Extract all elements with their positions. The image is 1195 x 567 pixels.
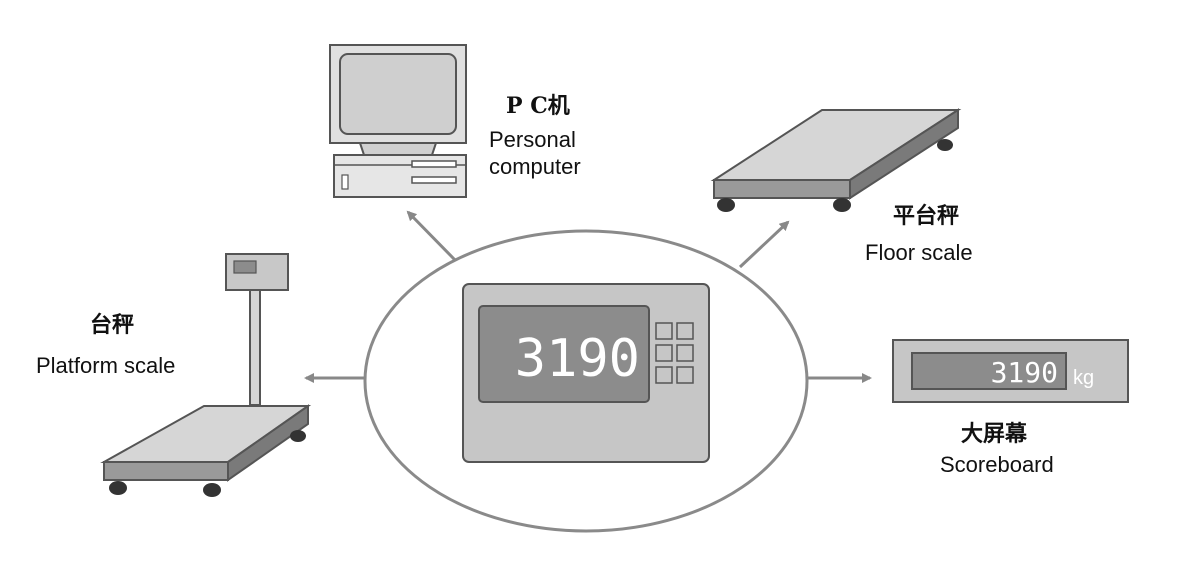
key: [655, 366, 673, 384]
platform-scale-column: [249, 284, 261, 406]
arrow-to-pc: [406, 210, 457, 262]
floor-scale-side: [849, 108, 959, 200]
monitor-stand: [358, 142, 438, 156]
platform-scale-foot: [203, 483, 221, 497]
scoreboard-reading: 3190: [991, 356, 1058, 389]
platform-scale-illustration: [100, 253, 312, 497]
floor-scale-label-cn: 平台秤: [893, 203, 959, 229]
floor-scale-foot: [717, 198, 735, 212]
pc-illustration: [329, 44, 467, 198]
scoreboard-label-en: Scoreboard: [940, 452, 1054, 477]
platform-scale-foot: [109, 481, 127, 495]
weighing-indicator: 3190: [363, 229, 809, 533]
floor-scale-front: [713, 179, 851, 199]
pc-label-en-line1: Personal: [489, 127, 576, 152]
key: [676, 322, 694, 340]
pc-label-cn: P C机: [506, 93, 570, 119]
scoreboard-display: [911, 352, 1067, 390]
floor-scale-illustration: [710, 108, 962, 212]
indicator-reading: 3190: [515, 329, 640, 389]
pc-label-en-line2: computer: [489, 154, 581, 179]
platform-scale-label-cn: 台秤: [90, 312, 134, 338]
scoreboard-label-cn: 大屏幕: [961, 422, 1028, 447]
platform-scale-side: [227, 404, 309, 482]
floor-scale-foot: [833, 198, 851, 212]
platform-scale-front: [103, 461, 229, 481]
floor-scale-label-en: Floor scale: [865, 240, 973, 265]
key: [655, 344, 673, 362]
arrow-to-floor-scale: [738, 220, 790, 269]
key: [676, 366, 694, 384]
power-button: [341, 174, 349, 190]
indicator-keypad: [655, 322, 694, 384]
floor-scale-foot: [937, 139, 953, 151]
platform-scale-head-display: [233, 260, 257, 274]
floppy-slot: [411, 160, 457, 168]
drive-slot: [411, 176, 457, 184]
platform-scale-foot: [290, 430, 306, 442]
scoreboard-unit: kg: [1073, 367, 1094, 389]
key: [655, 322, 673, 340]
scoreboard-illustration: 3190 kg: [892, 339, 1129, 403]
platform-scale-label-en: Platform scale: [36, 353, 175, 378]
key: [676, 344, 694, 362]
indicator-display: [478, 305, 650, 403]
monitor-screen: [339, 53, 457, 135]
